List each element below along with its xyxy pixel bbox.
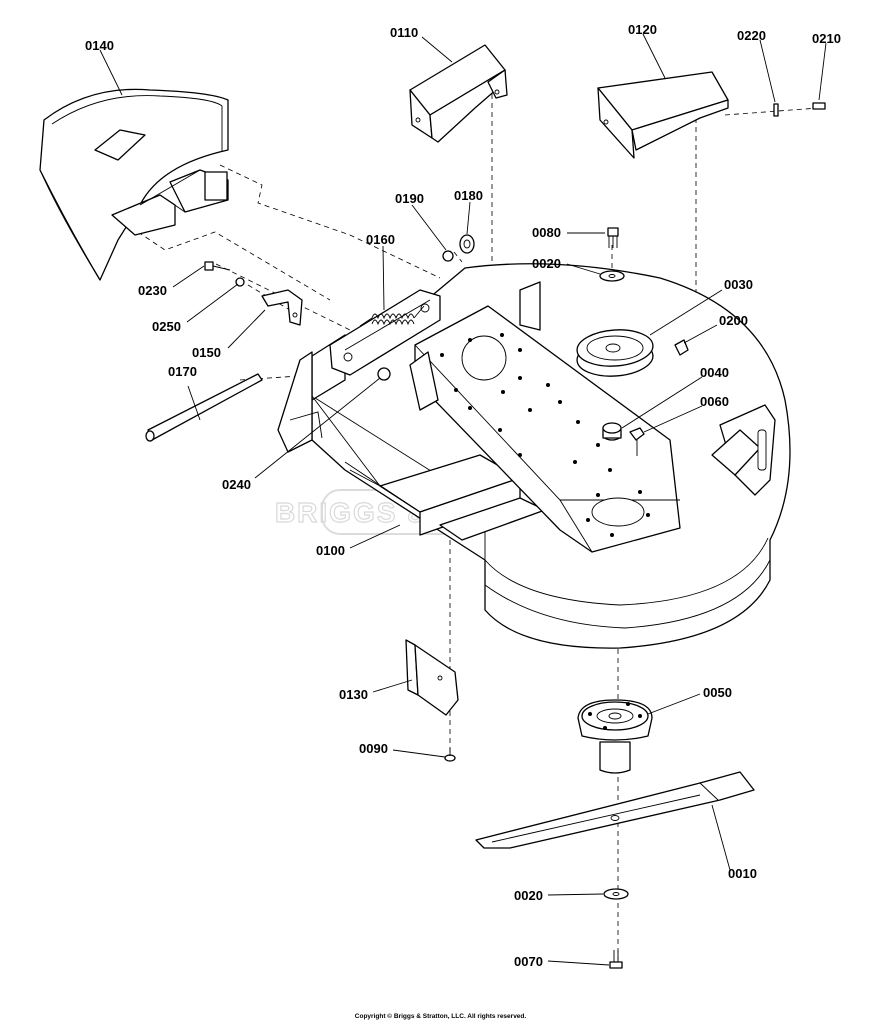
label-0060: 0060 [700,394,729,409]
label-0190: 0190 [395,191,424,206]
blade-hardware [603,888,629,969]
label-0220: 0220 [737,28,766,43]
label-0050: 0050 [703,685,732,700]
deck-housing [277,263,791,649]
blade [475,771,755,849]
label-0110: 0110 [390,25,418,40]
spring [359,305,425,327]
screw-0090 [444,748,456,762]
label-0020-top: 0020 [532,256,561,271]
cover-right [597,71,729,159]
label-0170: 0170 [168,364,197,379]
discharge-chute [39,88,229,281]
label-0030: 0030 [724,277,753,292]
leader-lines [99,33,827,966]
pulley [576,329,654,377]
label-0150: 0150 [192,345,221,360]
label-0240: 0240 [222,477,251,492]
spindle [577,699,653,774]
label-0230: 0230 [138,283,167,298]
label-0090: 0090 [359,741,388,756]
label-0120: 0120 [628,22,657,37]
label-0180: 0180 [454,188,483,203]
label-0130: 0130 [339,687,368,702]
label-0040: 0040 [700,365,729,380]
plate-holes [440,333,650,537]
label-0210: 0210 [812,31,841,46]
cover-left [409,44,508,143]
label-0140: 0140 [85,38,114,53]
copyright-notice: Copyright © Briggs & Stratton, LLC. All … [354,1013,527,1020]
label-0160: 0160 [366,232,395,247]
label-0020-bottom: 0020 [514,888,543,903]
hardware [145,102,826,456]
label-0070: 0070 [514,954,543,969]
label-0250: 0250 [152,319,181,334]
label-0200: 0200 [719,313,748,328]
label-0080: 0080 [532,225,561,240]
label-0010: 0010 [728,866,757,881]
part-labels: 0140 0110 0120 0220 0210 0190 0180 0160 … [85,22,841,969]
label-0100: 0100 [316,543,345,558]
